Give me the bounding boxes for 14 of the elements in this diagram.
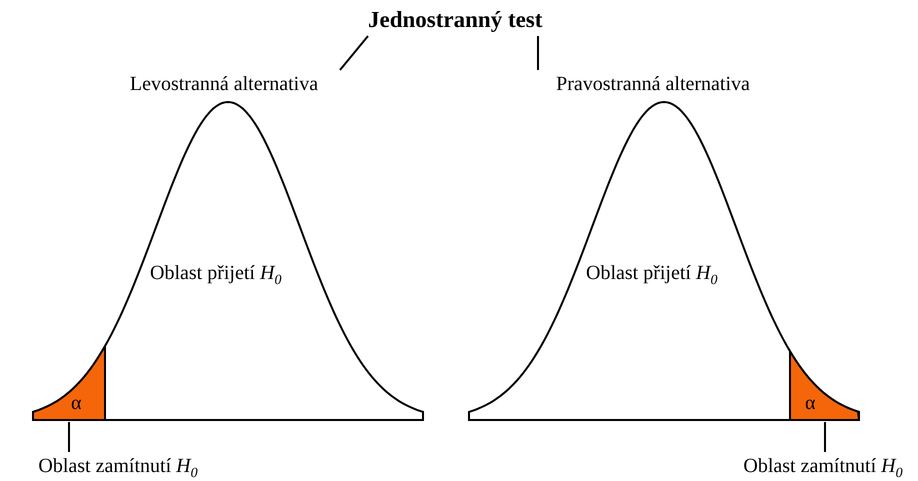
alpha-label: α: [805, 392, 816, 415]
connector-line: [339, 35, 369, 71]
leader-line: [68, 422, 70, 452]
region-label: Oblast přijetí H$_{0}$: [586, 262, 718, 289]
alpha-label: α: [71, 392, 82, 415]
diagram-title: Jednostranný test: [368, 4, 540, 36]
region-label: Oblast přijetí H$_{0}$: [150, 262, 282, 289]
text-label: Levostranná alternativa: [108, 70, 340, 98]
connector-line: [537, 36, 539, 70]
text-label: Pravostranná alternativa: [536, 70, 770, 98]
text-label: Oblast zamítnutí H$_{0}$: [8, 452, 228, 480]
text-label: Oblast zamítnutí H$_{0}$: [728, 452, 918, 480]
rejection-region: [31, 342, 107, 422]
leader-line: [824, 422, 826, 452]
